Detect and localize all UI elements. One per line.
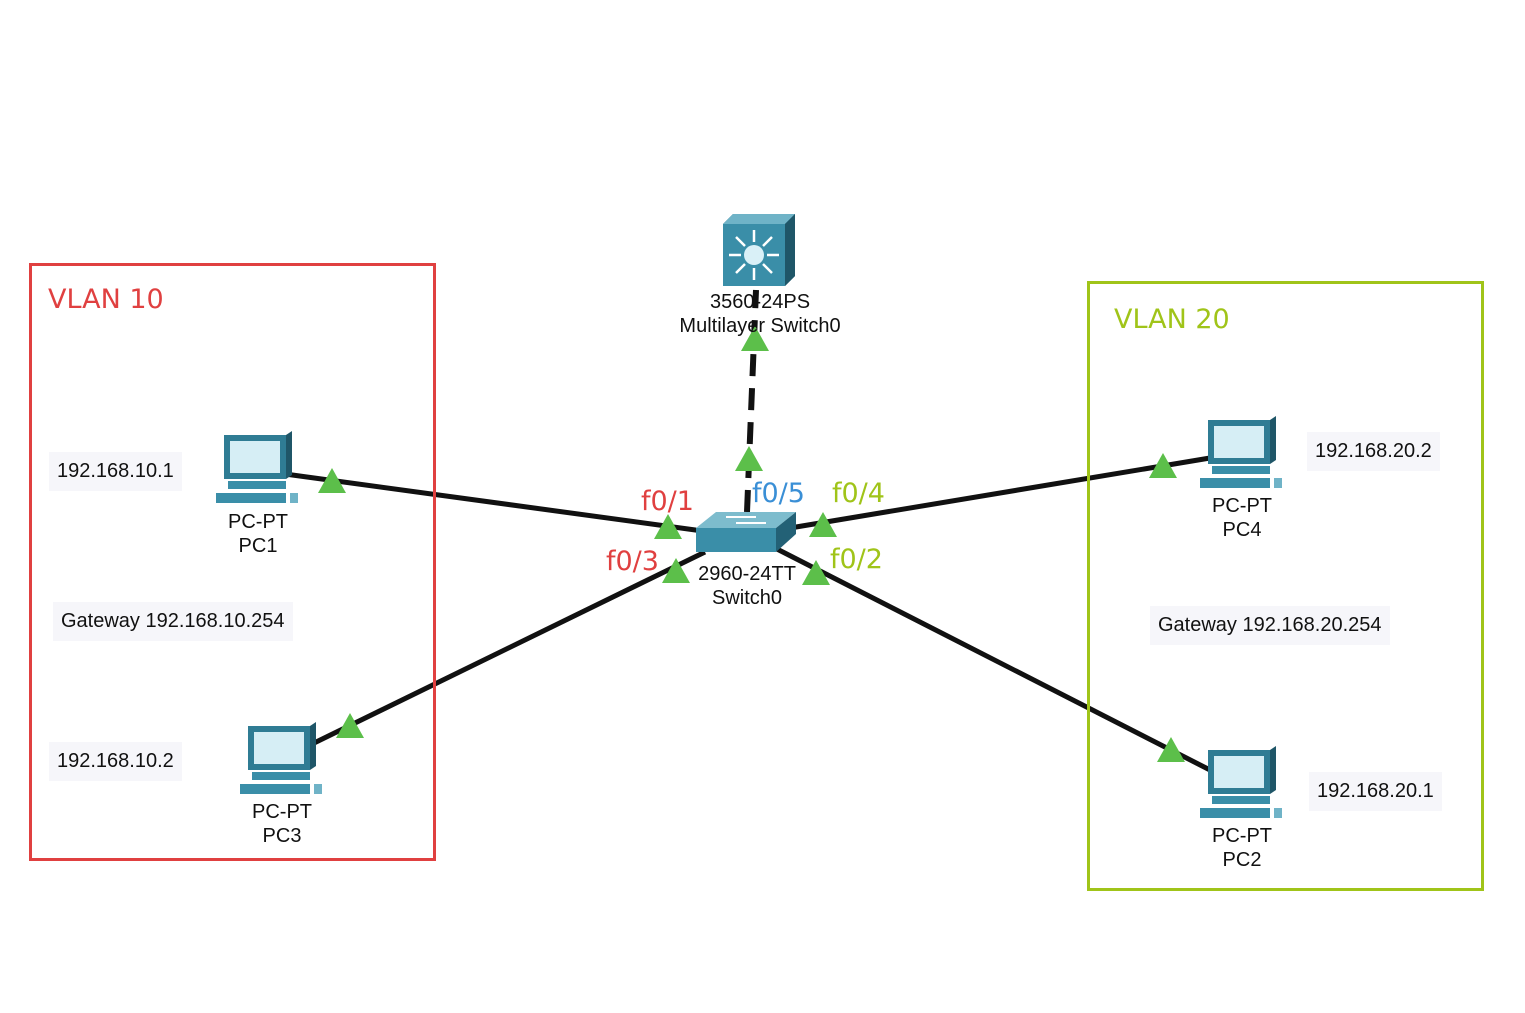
link-up-indicator xyxy=(336,713,364,738)
port-label-f0-2: f0/2 xyxy=(830,544,883,575)
device-model: PC-PT xyxy=(1212,495,1272,517)
device-name: Multilayer Switch0 xyxy=(679,315,841,337)
pc1-ip-note[interactable]: 192.168.10.1 xyxy=(49,452,182,491)
device-name: Switch0 xyxy=(711,587,783,609)
link-up-indicator xyxy=(802,560,830,585)
link-up-indicator xyxy=(654,514,682,539)
switch0-icon[interactable] xyxy=(696,512,796,552)
switch0-label: 2960-24TT Switch0 xyxy=(698,562,796,610)
link-switch0-pc4[interactable] xyxy=(789,455,1211,531)
pc4-label: PC-PT PC4 xyxy=(1212,494,1272,542)
link-up-indicator xyxy=(1149,453,1177,478)
pc4-ip-note[interactable]: 192.168.20.2 xyxy=(1307,432,1440,471)
vlan20-title: VLAN 20 xyxy=(1114,304,1230,335)
vlan10-title: VLAN 10 xyxy=(48,284,164,315)
pc2-label: PC-PT PC2 xyxy=(1212,824,1272,872)
link-up-indicator xyxy=(1157,737,1185,762)
device-model: 2960-24TT xyxy=(698,563,796,585)
device-name: PC4 xyxy=(1222,519,1262,541)
device-model: PC-PT xyxy=(228,511,288,533)
pc1-icon[interactable] xyxy=(216,431,298,503)
link-up-indicator xyxy=(735,446,763,471)
link-up-indicator xyxy=(809,512,837,537)
port-label-f0-4: f0/4 xyxy=(832,478,885,509)
device-name: PC3 xyxy=(262,825,302,847)
device-name: PC2 xyxy=(1222,849,1262,871)
pc2-ip-note[interactable]: 192.168.20.1 xyxy=(1309,772,1442,811)
port-label-f0-5: f0/5 xyxy=(752,478,805,509)
pc3-ip-note[interactable]: 192.168.10.2 xyxy=(49,742,182,781)
pc2-icon[interactable] xyxy=(1200,746,1282,818)
link-up-indicator xyxy=(741,326,769,351)
port-label-f0-3: f0/3 xyxy=(606,546,659,577)
pc4-icon[interactable] xyxy=(1200,416,1282,488)
link-switch0-pc2[interactable] xyxy=(773,545,1212,773)
device-model: PC-PT xyxy=(252,801,312,823)
port-label-f0-1: f0/1 xyxy=(641,486,694,517)
device-model: 3560-24PS xyxy=(709,291,811,313)
device-name: PC1 xyxy=(238,535,278,557)
link-up-indicator xyxy=(662,558,690,583)
link-pc1-switch0[interactable] xyxy=(284,471,711,535)
multilayer-switch-icon[interactable] xyxy=(723,214,795,286)
pc3-label: PC-PT PC3 xyxy=(252,800,312,848)
multilayer-switch-label: 3560-24PS Multilayer Switch0 xyxy=(679,290,840,338)
link-up-indicator xyxy=(318,468,346,493)
link-pc3-switch0[interactable] xyxy=(308,549,707,748)
vlan10-gateway-note[interactable]: Gateway 192.168.10.254 xyxy=(53,602,293,641)
vlan20-area[interactable] xyxy=(1087,281,1484,891)
pc1-label: PC-PT PC1 xyxy=(228,510,288,558)
device-model: PC-PT xyxy=(1212,825,1272,847)
pc3-icon[interactable] xyxy=(240,722,322,794)
vlan20-gateway-note[interactable]: Gateway 192.168.20.254 xyxy=(1150,606,1390,645)
vlan10-area[interactable] xyxy=(29,263,436,861)
